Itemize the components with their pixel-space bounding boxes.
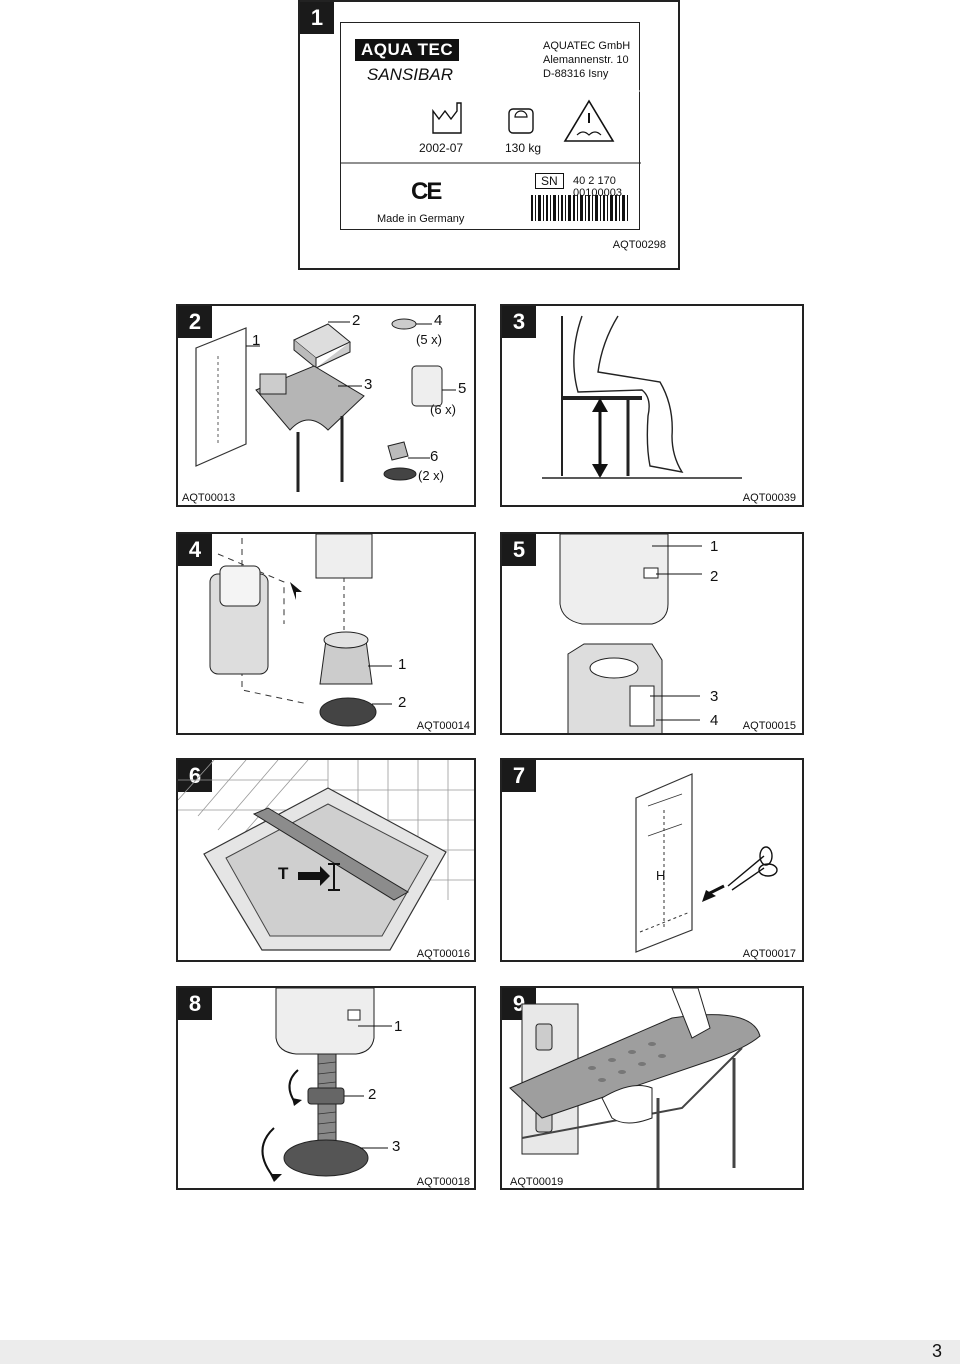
panel-2: 2 1 2 3 4 (5 x) 5 (6 x) 6 (2 x) AQT00013 (176, 304, 476, 507)
panel-number: 5 (502, 534, 536, 566)
figure-code: AQT00298 (612, 239, 666, 251)
page-footer: 3 (0, 1340, 960, 1364)
template-illustration (635, 773, 778, 953)
factory-icon (432, 102, 462, 134)
shower-tray-illustration (178, 760, 474, 951)
callout-2: 2 (368, 1086, 377, 1103)
leg (573, 315, 684, 473)
foot (387, 441, 409, 461)
panel-4: 4 1 2 AQT00014 (176, 532, 476, 735)
figure-code: AQT00015 (742, 720, 796, 732)
lock-nut (307, 1087, 345, 1105)
panel-6: 6 T AQT00016 (176, 758, 476, 962)
ce-mark: CE (411, 178, 442, 205)
product-label: AQUA TEC SANSIBAR AQUATEC GmbH Alemannen… (340, 22, 641, 230)
callout-6-qty: (2 x) (418, 468, 444, 483)
max-weight: 130 kg (505, 141, 542, 155)
callout-4: 4 (710, 712, 719, 729)
manufacturer-address: AQUATEC GmbH Alemannenstr. 10 D-88316 Is… (543, 40, 631, 80)
model-name: SANSIBAR (367, 65, 453, 84)
insert-detail-illustration (559, 534, 702, 733)
callout-5-qty: (6 x) (430, 402, 456, 417)
page-number: 3 (931, 1341, 942, 1361)
panel-3: 3 AQT00039 (500, 304, 804, 507)
figure-code: AQT00018 (416, 1176, 470, 1188)
panel-number: 6 (178, 760, 212, 792)
figure-code: AQT00016 (416, 948, 470, 960)
label-h: H (656, 868, 666, 883)
callout-1: 1 (252, 332, 261, 349)
callout-6: 6 (430, 448, 439, 465)
panel-8: 8 1 2 3 AQT00018 (176, 986, 476, 1190)
arrow-icon (290, 582, 302, 600)
scale-icon (508, 108, 534, 134)
callout-1: 1 (398, 656, 407, 673)
foot-base (319, 697, 377, 727)
panel-number: 4 (178, 534, 212, 566)
rotate-arrow-icon (261, 1127, 277, 1181)
callout-3: 3 (392, 1138, 401, 1155)
panel-number: 3 (502, 306, 536, 338)
callout-4: 4 (434, 312, 443, 329)
sn-label: SN (535, 173, 564, 189)
callout-3: 3 (364, 376, 373, 393)
figure-code: AQT00014 (416, 720, 470, 732)
scissors-icon (727, 846, 778, 891)
panel-number: 8 (178, 988, 212, 1020)
arrow-icon (702, 890, 716, 902)
seat-fold-illustration (509, 988, 761, 1188)
level-bar (252, 807, 409, 901)
arrow-icon (298, 866, 330, 886)
leg-tube (315, 534, 373, 579)
callout-5: 5 (458, 380, 467, 397)
panel-5: 5 1 2 3 4 AQT00015 (500, 532, 804, 735)
callout-2: 2 (398, 694, 407, 711)
callout-2: 2 (710, 568, 719, 585)
warning-manual-icon (563, 99, 615, 142)
hand (671, 988, 711, 1039)
drilling-template (635, 773, 693, 953)
hand (601, 1085, 653, 1124)
manufacture-date: 2002-07 (419, 141, 464, 155)
label-icons (341, 90, 641, 221)
callout-3: 3 (710, 688, 719, 705)
drilling-template (195, 327, 247, 467)
wall-holder (411, 365, 443, 407)
foot-base (283, 1139, 369, 1177)
panel-number: 1 (300, 2, 334, 34)
callout-4-qty: (5 x) (416, 332, 442, 347)
figure-code: AQT00017 (742, 948, 796, 960)
seat-holes (588, 1042, 666, 1082)
figure-code: AQT00039 (742, 492, 796, 504)
foot-insert-illustration (209, 534, 392, 727)
callout-2: 2 (352, 312, 361, 329)
label-t: T (278, 864, 289, 883)
made-in: Made in Germany (377, 213, 465, 225)
leg-tube (559, 534, 669, 625)
callout-1: 1 (710, 538, 719, 555)
serial-number: 40 2 170 00100003 (573, 175, 622, 199)
panel-number: 7 (502, 760, 536, 792)
leg-tube (275, 988, 375, 1055)
figure-code: AQT00013 (182, 492, 236, 504)
callout-1: 1 (394, 1018, 403, 1035)
figure-code: AQT00019 (510, 1176, 564, 1188)
height-adjust-illustration (261, 988, 392, 1182)
washer (391, 318, 417, 330)
panel-1: 1 AQUA TEC SANSIBAR AQUATEC GmbH Alemann… (298, 0, 680, 270)
panel-number: 2 (178, 306, 212, 338)
panel-9: 9 AQT00019 (500, 986, 804, 1190)
parts-illustration (195, 318, 456, 492)
barcode (531, 195, 628, 221)
brand-logo: AQUA TEC (355, 39, 460, 61)
seat-height-illustration (542, 315, 742, 479)
panel-7: 7 H AQT00017 (500, 758, 804, 962)
